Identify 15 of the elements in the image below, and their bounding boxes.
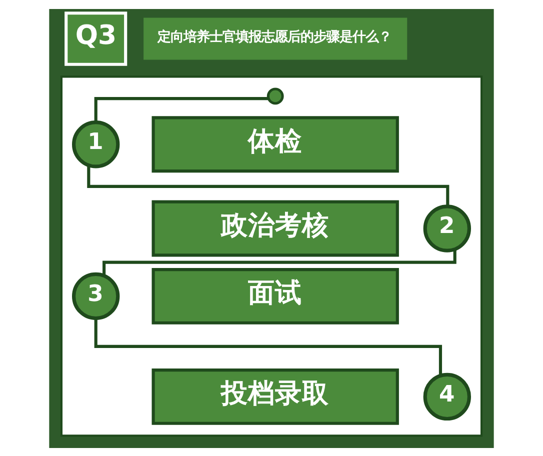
node-circle (266, 87, 284, 104)
node-circle: 2 (423, 204, 471, 252)
node-box: Q3 (64, 11, 128, 66)
node-box: 投档录取 (152, 368, 399, 424)
connector (87, 164, 450, 206)
node-box: 面试 (152, 268, 399, 324)
node-circle: 1 (72, 120, 120, 168)
node-circle: 4 (423, 372, 471, 420)
node-box: 政治考核 (152, 200, 399, 256)
connector (102, 248, 456, 276)
connector (94, 96, 269, 122)
node-box: 体检 (152, 116, 399, 172)
connector (94, 318, 442, 376)
node-circle: 3 (72, 272, 120, 320)
node-box: 定向培养士官填报志愿后的步骤是什么？ (144, 17, 408, 60)
